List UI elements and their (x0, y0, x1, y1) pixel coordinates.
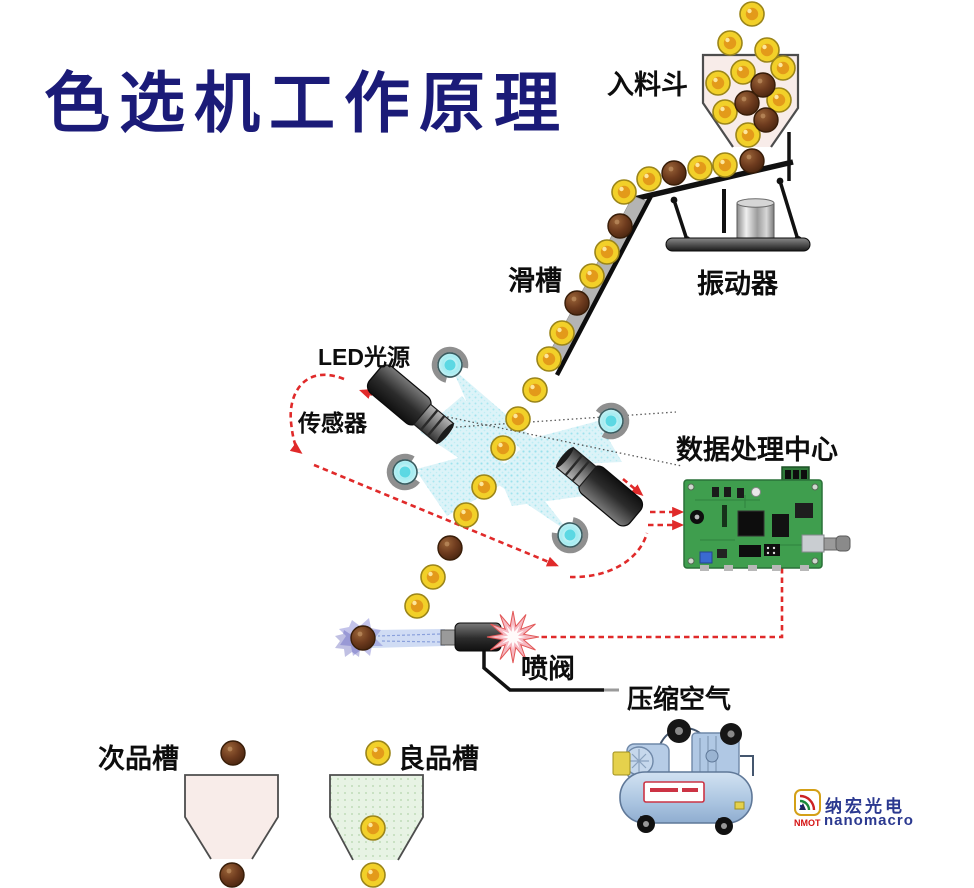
reject-ball (219, 862, 245, 888)
logo-cn-text: 纳宏光电 (825, 797, 905, 816)
logo-en-text: nanomacro (824, 812, 914, 829)
sensor-label: 传感器 (298, 410, 367, 436)
good-ball (770, 55, 796, 81)
vibrator-label: 振动器 (697, 269, 778, 299)
good-ball (404, 593, 430, 619)
good-ball (579, 263, 605, 289)
good-ball (365, 740, 391, 766)
good-ball (712, 152, 738, 178)
reject-ball (661, 160, 687, 186)
good-ball (453, 502, 479, 528)
usb-plug (835, 535, 851, 552)
reject-ball (564, 290, 590, 316)
good-ball (490, 435, 516, 461)
good-ball (594, 239, 620, 265)
vibrator-base (665, 237, 811, 252)
usb-connector (801, 534, 825, 553)
vibrator-motor (736, 202, 775, 241)
good-bin-label: 良品槽 (398, 744, 479, 774)
good-ball (536, 346, 562, 372)
feed-hopper-label: 入料斗 (607, 70, 688, 100)
brand-logo: 纳宏光电 NMOT nanomacro (794, 789, 964, 835)
good-ball (687, 155, 713, 181)
good-ball (611, 179, 637, 205)
reject-bin (184, 774, 279, 860)
chute-label: 滑槽 (508, 266, 562, 296)
reject-ball (753, 107, 779, 133)
good-ball (360, 815, 386, 841)
good-ball (717, 30, 743, 56)
good-ball (505, 406, 531, 432)
air-compressor (612, 719, 754, 835)
air-blast (362, 629, 445, 648)
spray-valve-label: 喷阀 (521, 654, 575, 684)
reject-ball (739, 148, 765, 174)
good-ball (636, 166, 662, 192)
logo-abbr-text: NMOT (794, 818, 821, 828)
good-ball (522, 377, 548, 403)
pressure-switch (612, 751, 631, 776)
reject-ball (350, 625, 376, 651)
reject-bin-label: 次品槽 (98, 744, 179, 774)
good-ball (420, 564, 446, 590)
reject-ball (220, 740, 246, 766)
spray-valve-assembly (335, 610, 619, 692)
reject-ball (607, 213, 633, 239)
valve-nozzle-tip (440, 629, 457, 646)
page-title: 色选机工作原理 (44, 66, 569, 140)
compressed-air-label: 压缩空气 (627, 684, 732, 714)
good-ball (471, 474, 497, 500)
vibrator (633, 132, 811, 252)
good-ball (360, 862, 386, 888)
reject-ball (437, 535, 463, 561)
data-center-label: 数据处理中心 (676, 435, 838, 465)
logo-icon (794, 789, 821, 816)
good-ball (705, 70, 731, 96)
vibrator-tray (633, 159, 794, 202)
good-ball (739, 1, 765, 27)
good-ball (712, 99, 738, 125)
good-ball (549, 320, 575, 346)
reject-ball (734, 90, 760, 116)
led-source-label: LED光源 (318, 344, 410, 370)
pcb-board (683, 466, 851, 571)
camera-sight-lines (442, 411, 683, 467)
valve-air-hose (482, 649, 604, 692)
